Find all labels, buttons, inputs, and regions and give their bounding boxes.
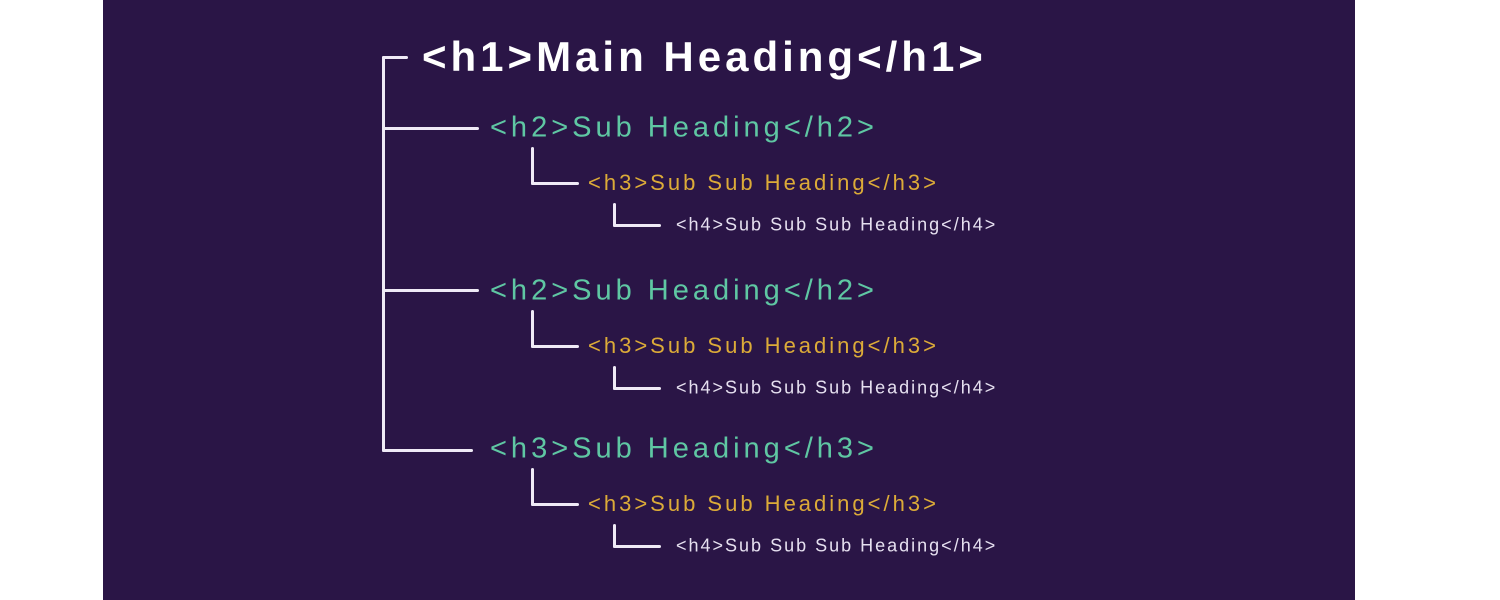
group3-connector-horizontal-1 xyxy=(531,503,579,506)
group1-connector-vertical-2 xyxy=(613,203,616,227)
root-h1-label: <h1>Main Heading</h1> xyxy=(422,33,987,80)
group2-child-label: <h3>Sub Sub Heading</h3> xyxy=(588,333,939,358)
group1-connector-horizontal-1 xyxy=(531,182,579,185)
tree-line-branch-group2 xyxy=(382,289,479,292)
group1-child-label: <h3>Sub Sub Heading</h3> xyxy=(588,170,939,195)
tree-line-branch-group1 xyxy=(382,127,479,130)
group2-connector-horizontal-2 xyxy=(613,387,661,390)
tree-line-h1-stub xyxy=(382,56,408,59)
group1-connector-horizontal-2 xyxy=(613,224,661,227)
group2-connector-vertical-2 xyxy=(613,366,616,390)
group2-grandchild-label: <h4>Sub Sub Sub Heading</h4> xyxy=(676,377,998,398)
group2-connector-horizontal-1 xyxy=(531,345,579,348)
group3-parent-label: <h3>Sub Heading</h3> xyxy=(490,432,878,465)
group2-connector-vertical-1 xyxy=(531,310,534,348)
group1-grandchild-label: <h4>Sub Sub Sub Heading</h4> xyxy=(676,214,998,235)
group3-grandchild-label: <h4>Sub Sub Sub Heading</h4> xyxy=(676,535,998,556)
group3-connector-vertical-2 xyxy=(613,524,616,548)
group3-child-label: <h3>Sub Sub Heading</h3> xyxy=(588,491,939,516)
group3-connector-horizontal-2 xyxy=(613,545,661,548)
tree-line-main-trunk xyxy=(382,56,385,452)
group3-connector-vertical-1 xyxy=(531,468,534,506)
group1-parent-label: <h2>Sub Heading</h2> xyxy=(490,111,878,144)
group2-parent-label: <h2>Sub Heading</h2> xyxy=(490,274,878,307)
group1-connector-vertical-1 xyxy=(531,147,534,185)
tree-line-branch-group3 xyxy=(382,449,473,452)
purple-background-panel xyxy=(103,0,1355,600)
